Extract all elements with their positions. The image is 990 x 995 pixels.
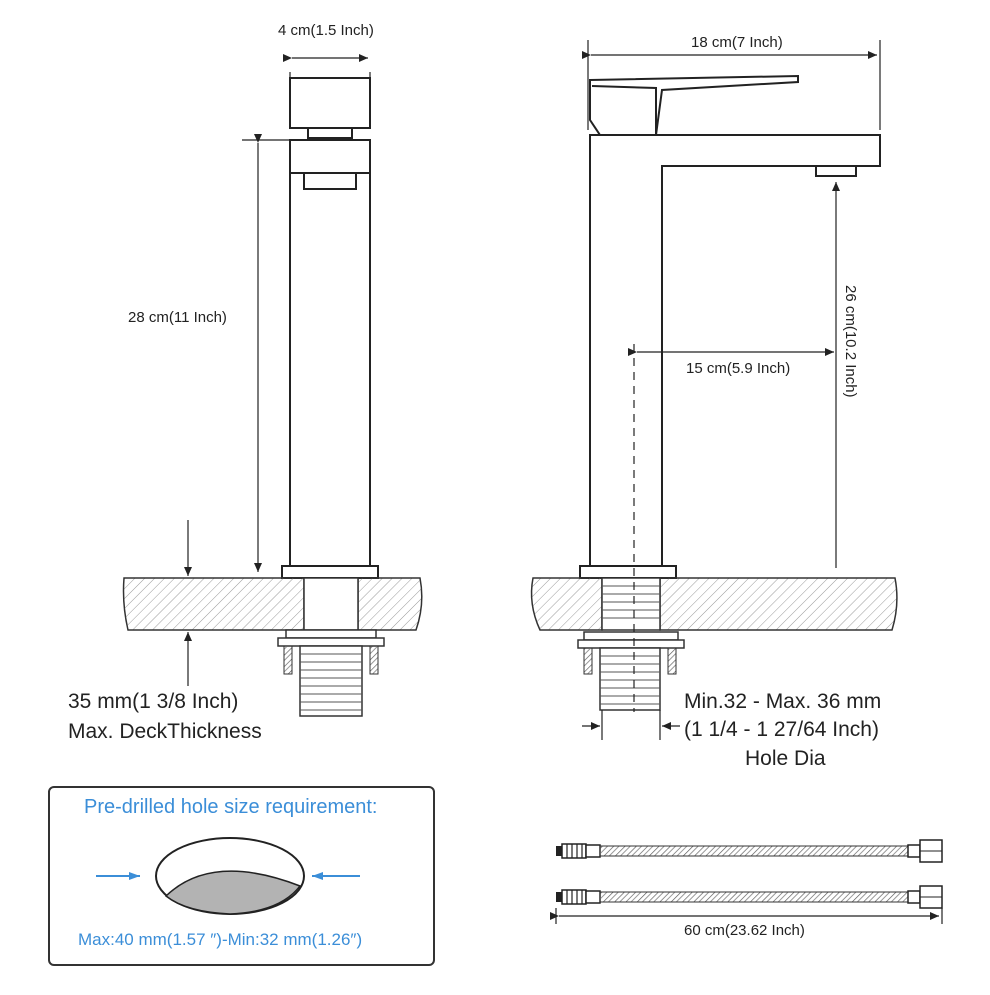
- hole-dia-caption: Hole Dia: [745, 747, 826, 770]
- reach-label: 15 cm(5.9 Inch): [686, 360, 791, 377]
- overall-height-label: 28 cm(11 Inch): [128, 309, 227, 326]
- predrill-info-box: [48, 786, 435, 966]
- predrilled-hole-illustration: [96, 837, 360, 915]
- side-dimensions: [582, 40, 881, 740]
- hole-dia-inch: (1 1/4 - 1 27/64 Inch): [684, 718, 879, 741]
- predrill-title: Pre-drilled hole size requirement:: [84, 796, 378, 818]
- top-width-label: 4 cm(1.5 Inch): [278, 22, 374, 39]
- hoses: [550, 839, 943, 924]
- spout-height-label: 26 cm(10.2 Inch): [842, 285, 859, 398]
- hose-2: [556, 885, 943, 909]
- hole-dia-mm: Min.32 - Max. 36 mm: [684, 690, 882, 713]
- hose-1: [556, 839, 943, 863]
- front-deck: [122, 577, 423, 717]
- side-view: [579, 74, 881, 579]
- deck-thickness-caption: Max. DeckThickness: [68, 720, 262, 743]
- front-handle: [289, 77, 371, 129]
- deck-thickness-value: 35 mm(1 3/8 Inch): [68, 690, 239, 713]
- side-deck: [530, 577, 898, 711]
- side-handle: [589, 74, 799, 136]
- front-body: [289, 139, 371, 567]
- front-view: [281, 77, 379, 579]
- spout-length-label: 18 cm(7 Inch): [691, 34, 783, 51]
- front-dimensions: [184, 54, 371, 686]
- hose-length-label: 60 cm(23.62 Inch): [684, 922, 805, 939]
- predrill-range: Max:40 mm(1.57 ″)-Min:32 mm(1.26″): [78, 930, 363, 949]
